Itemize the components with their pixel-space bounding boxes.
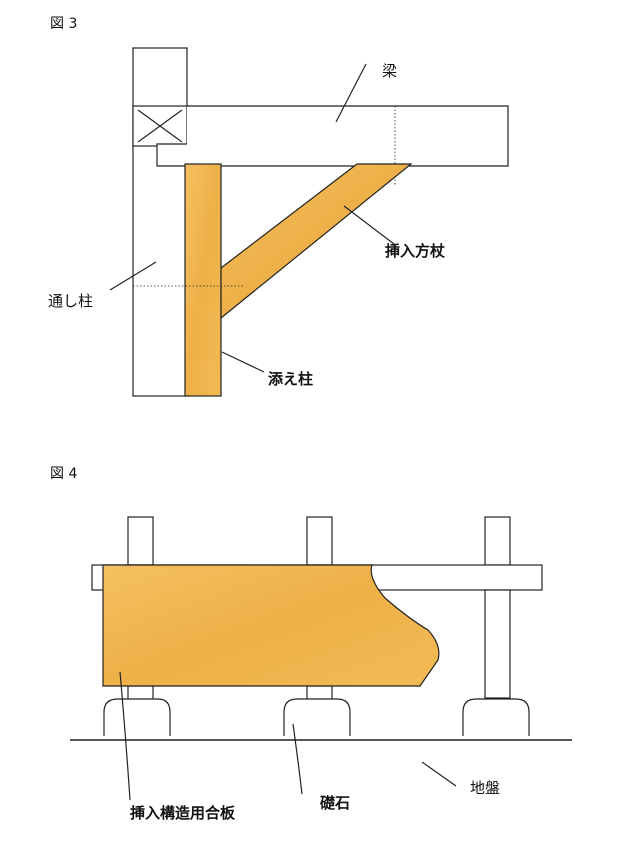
beam-label: 梁: [382, 62, 397, 80]
ground-leader: [421, 761, 457, 787]
added-column: [184, 163, 222, 397]
through-column: [132, 47, 188, 397]
beam-leader: [335, 63, 367, 123]
figure3-title: 図 3: [50, 16, 77, 32]
figure4-diagram: [70, 516, 572, 801]
inserted-plywood: [102, 564, 440, 687]
foundation-stone-leader: [292, 723, 303, 795]
brace-label: 挿入方杖: [385, 242, 445, 260]
joint-x-line-2: [137, 109, 183, 143]
added-column-leader: [221, 351, 265, 373]
post-center-upper: [306, 516, 333, 566]
inserted-brace: [220, 163, 413, 320]
foundation-stone-center: [283, 698, 351, 736]
figure4-title: 図 4: [50, 466, 77, 482]
ground-label: 地盤: [470, 779, 500, 797]
plywood-leader: [119, 671, 131, 801]
foundation-stone-left: [103, 698, 171, 736]
beam: [156, 105, 509, 167]
foundation-stone-right: [462, 698, 530, 736]
post-right-upper: [484, 516, 511, 566]
through-column-leader: [109, 261, 157, 291]
foundation-stone-label: 礎石: [319, 794, 350, 812]
figure3-diagram: [109, 47, 509, 397]
brace-leader: [343, 205, 395, 245]
added-column-label: 添え柱: [268, 370, 313, 388]
post-left-upper: [127, 516, 154, 566]
through-column-label: 通し柱: [48, 292, 93, 310]
plywood-label: 挿入構造用合板: [130, 804, 236, 822]
post-right-lower: [484, 589, 511, 699]
